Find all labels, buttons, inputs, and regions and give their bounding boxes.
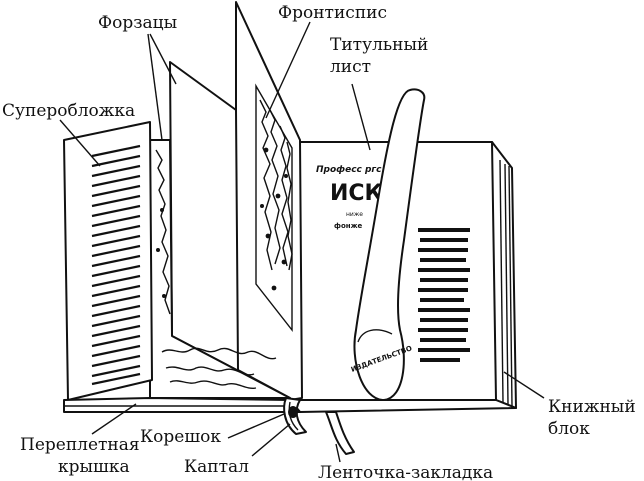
title-page-small-1: ниже	[346, 211, 363, 218]
title-leaf: ИЗДАТЕЛЬСТВО	[350, 88, 426, 401]
dust-jacket-text-lines	[91, 144, 141, 386]
cover-board	[63, 397, 301, 413]
dust-jacket	[63, 121, 153, 401]
label-titulny-line2: лист	[330, 57, 371, 77]
label-titulny-line1: Титульный	[330, 35, 428, 55]
title-page-top-line: Професс ргс пред	[316, 165, 411, 175]
label-forzatsy: Форзацы	[98, 13, 177, 33]
body-text-lines	[418, 228, 470, 362]
label-knizhny-line2: блок	[548, 419, 590, 439]
label-knizhny-line1: Книжный	[548, 397, 636, 417]
label-supereoblozhka: Суперобложка	[2, 101, 135, 121]
label-pereplet-line1: Переплетная	[20, 435, 140, 455]
title-page-small-2: фонже	[334, 222, 363, 230]
label-pereplet-line2: крышка	[58, 457, 130, 477]
label-kaptal: Каптал	[184, 457, 249, 477]
headband	[288, 406, 298, 418]
frontispiece-hatch	[259, 99, 293, 291]
ribbon-bookmark	[325, 411, 355, 455]
label-koreshok: Корешок	[140, 427, 221, 447]
label-frontispis: Фронтиспис	[278, 3, 387, 23]
leader-lines	[59, 21, 545, 463]
label-lentochka: Ленточка-закладка	[318, 463, 493, 481]
